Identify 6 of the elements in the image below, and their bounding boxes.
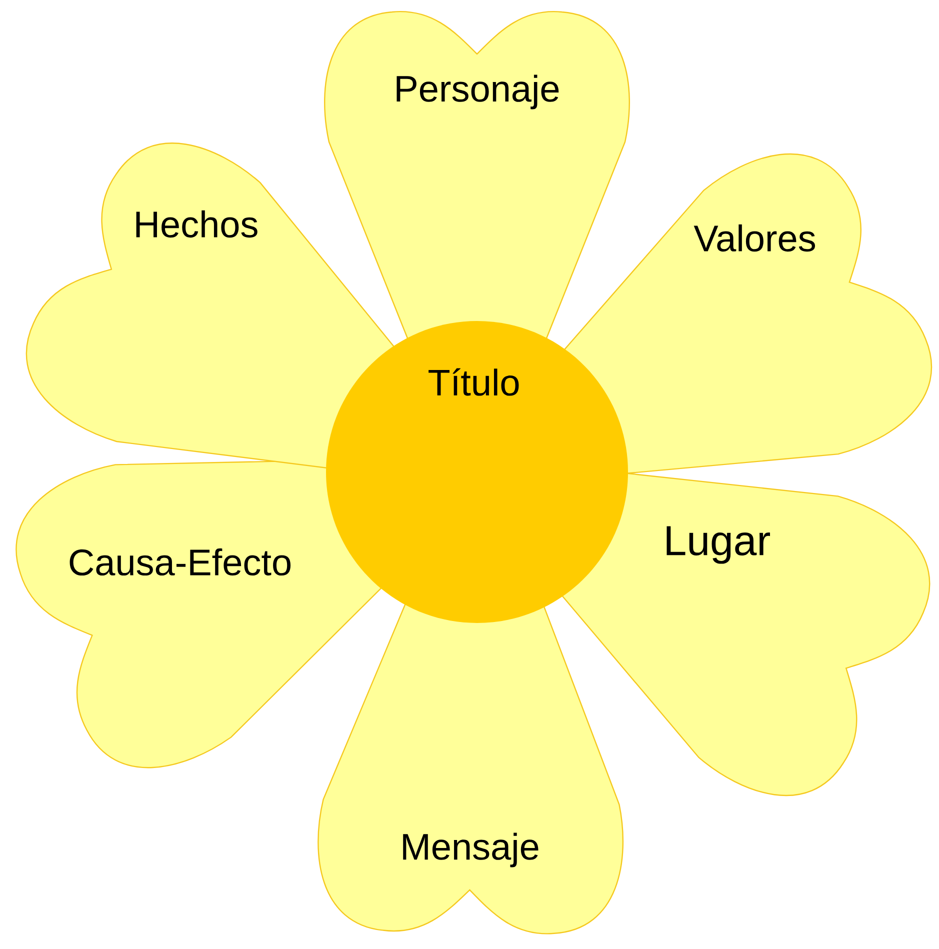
petal: Mensaje <box>318 600 624 934</box>
petal: Hechos <box>26 142 397 469</box>
petal: Lugar <box>559 472 930 796</box>
petal: Valores <box>561 153 932 474</box>
petal: Personaje <box>324 10 630 343</box>
petal: Causa-Efecto <box>16 460 384 768</box>
